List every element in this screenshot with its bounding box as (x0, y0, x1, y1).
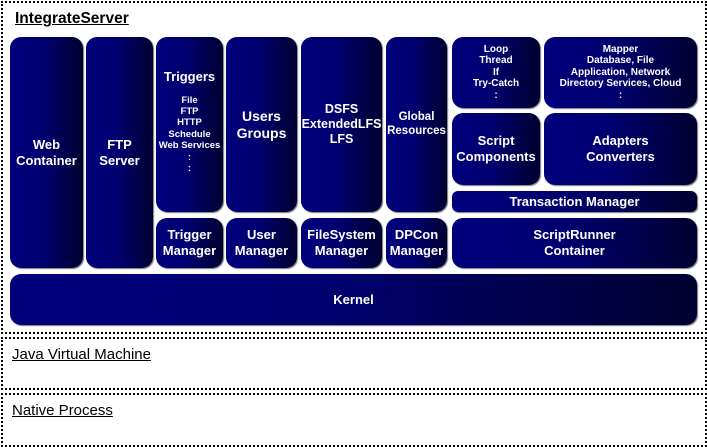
jvm-region: Java Virtual Machine (1, 337, 707, 390)
user-manager-box: User Manager (226, 218, 297, 268)
script-components-box: Script Components (452, 113, 540, 185)
filesystem-manager-box: FileSystem Manager (301, 218, 382, 268)
filesystems-box: DSFS ExtendedLFS LFS (301, 37, 382, 212)
transaction-manager-box: Transaction Manager (452, 191, 697, 212)
trigger-manager-box: Trigger Manager (156, 218, 223, 268)
native-process-region: Native Process (1, 393, 707, 447)
jvm-title: Java Virtual Machine (12, 346, 151, 363)
ftp-server-box: FTP Server (86, 37, 153, 268)
global-resources-box: Global Resources (386, 37, 447, 212)
adapters-converters-box: Adapters Converters (544, 113, 697, 185)
web-container-box: Web Container (10, 37, 83, 268)
native-process-title: Native Process (12, 402, 113, 419)
users-groups-box: Users Groups (226, 37, 297, 212)
scriptrunner-container-box: ScriptRunner Container (452, 218, 697, 268)
integrate-server-title: IntegrateServer (15, 10, 129, 27)
adapter-types-box: Mapper Database, File Application, Netwo… (544, 37, 697, 108)
triggers-title: Triggers (163, 69, 216, 84)
kernel-box: Kernel (10, 274, 697, 325)
triggers-box: Triggers File FTP HTTP Schedule Web Serv… (156, 37, 223, 212)
dpcon-manager-box: DPCon Manager (386, 218, 447, 268)
triggers-list: File FTP HTTP Schedule Web Services : : (158, 94, 221, 174)
integrate-server-region: IntegrateServer (1, 1, 707, 334)
script-features-box: Loop Thread If Try-Catch : (452, 37, 540, 108)
